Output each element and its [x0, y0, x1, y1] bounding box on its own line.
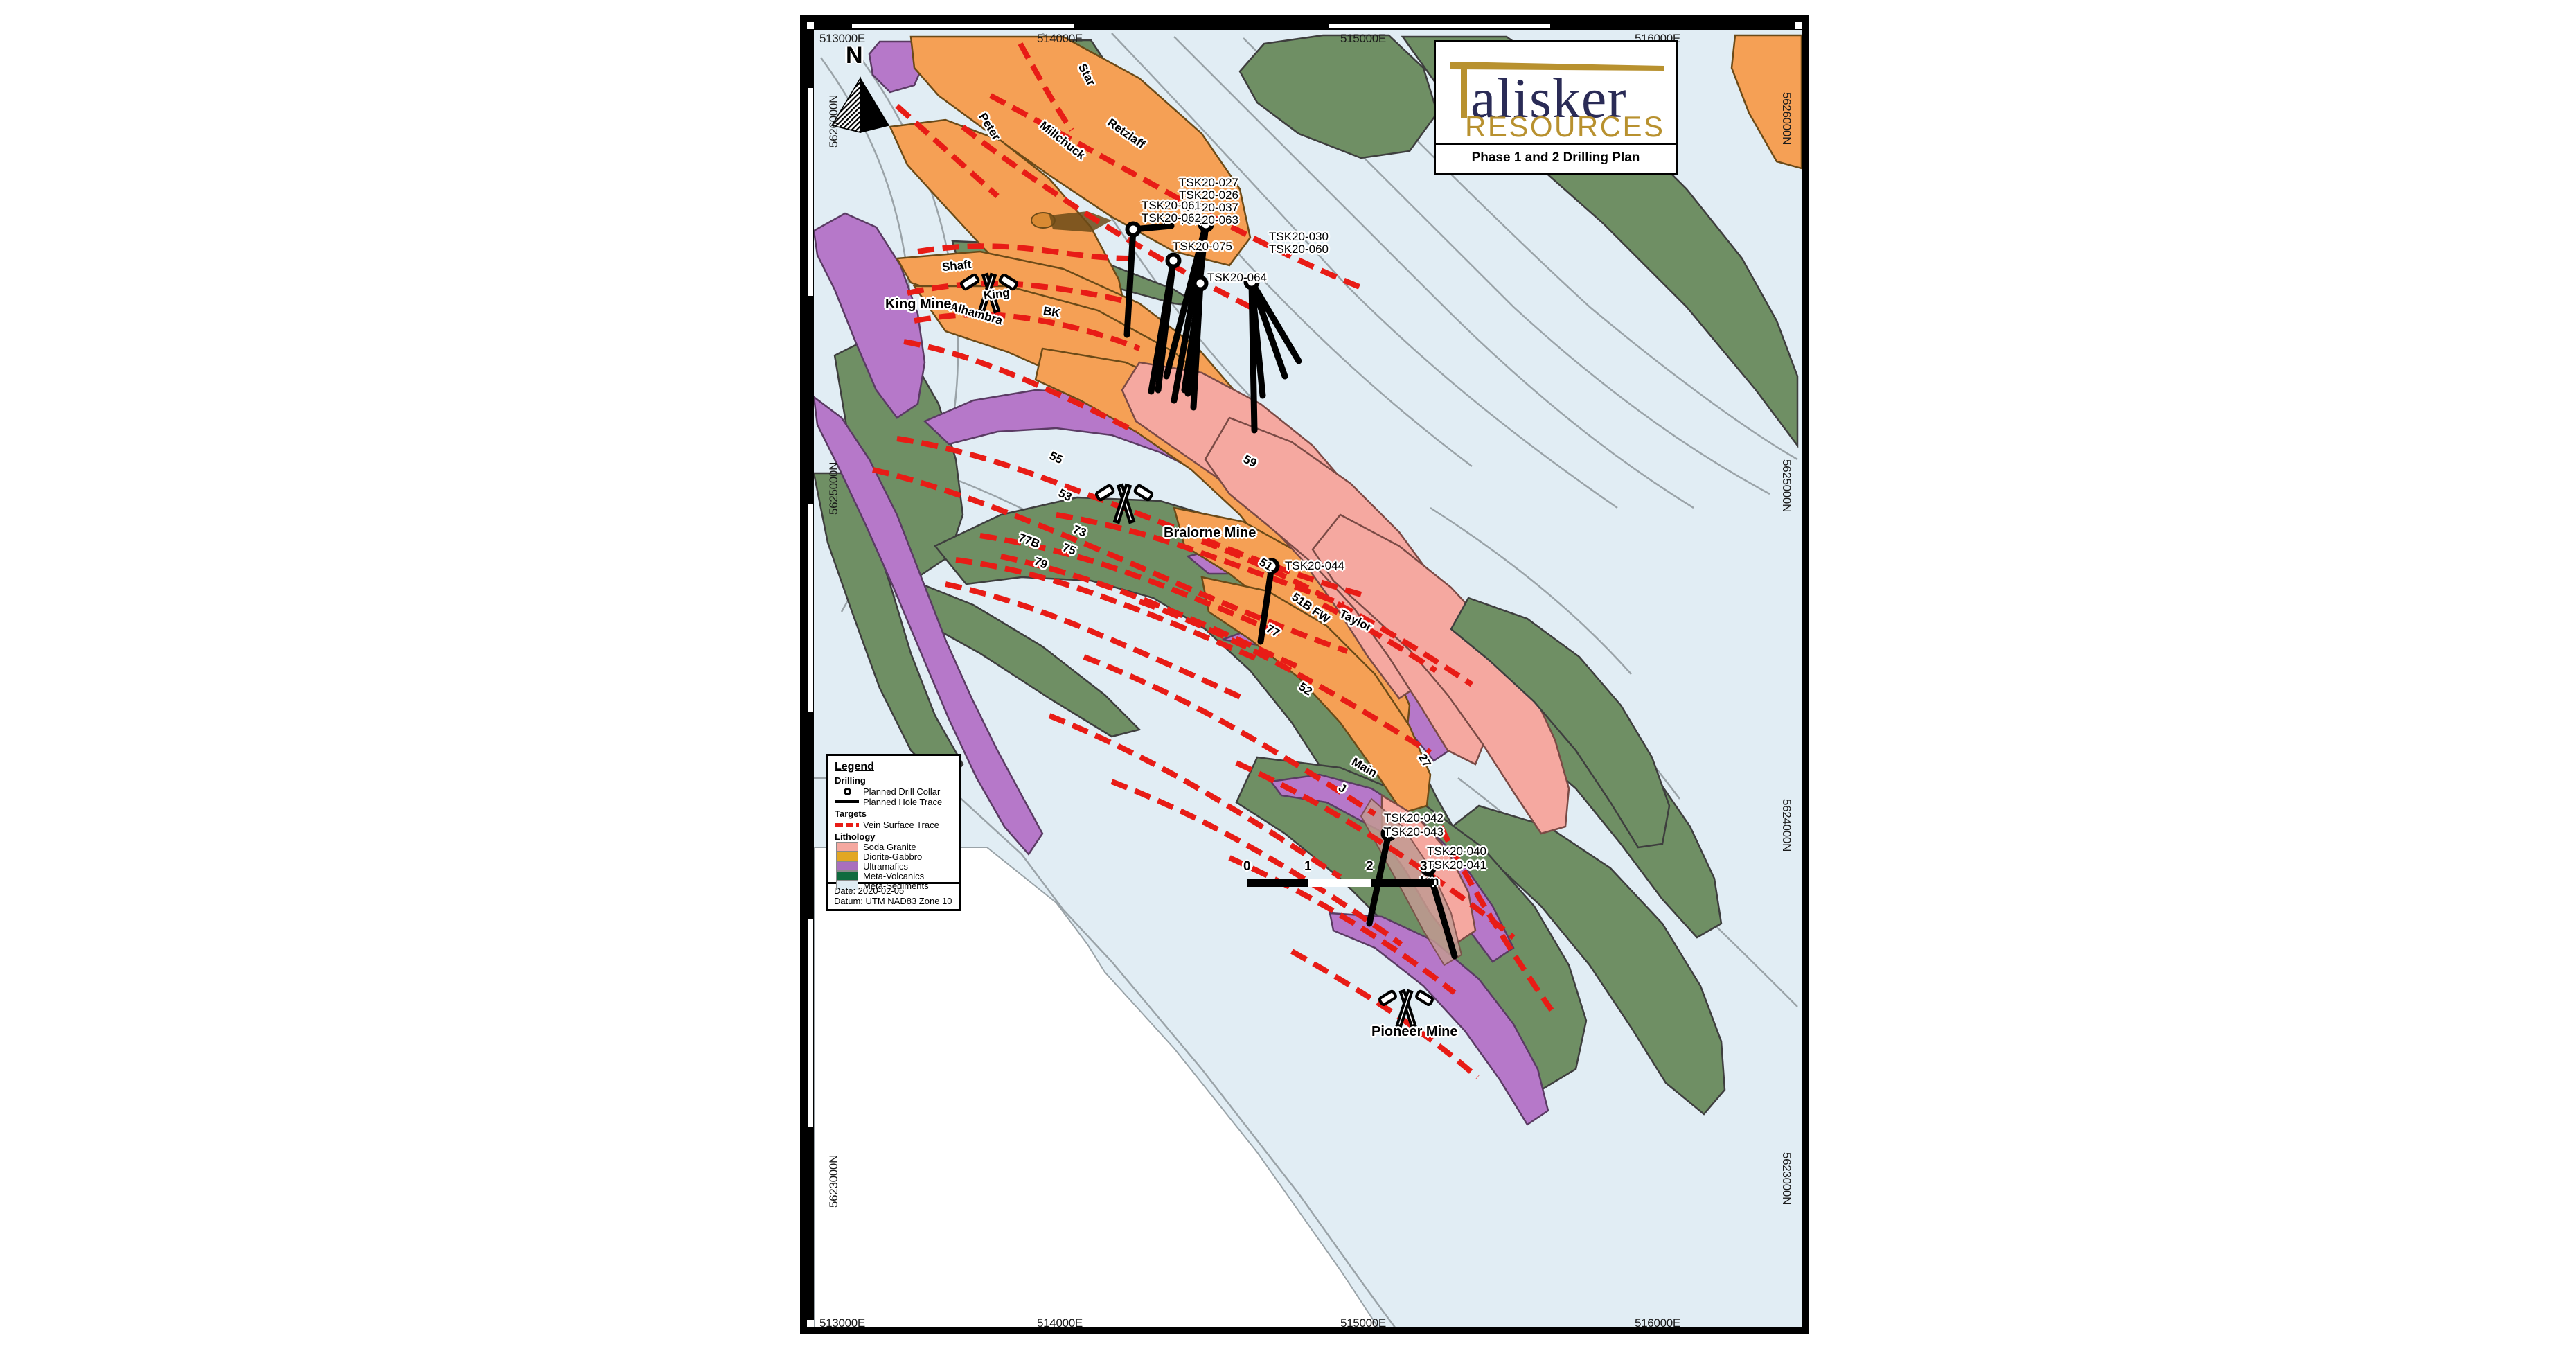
- meta-sediments-swatch: [835, 881, 860, 890]
- legend-label-hole-trace: Planned Hole Trace: [863, 796, 943, 807]
- mine-label-king-mine: King Mine: [885, 297, 952, 312]
- easting-label-515000-bottom: 515000E: [1340, 1316, 1386, 1329]
- easting-label-514000-bottom: 514000E: [1037, 1316, 1083, 1329]
- tenure-boundary: [814, 777, 1396, 1327]
- easting-label-513000: 513000E: [819, 32, 865, 45]
- map-frame-inner: N 513000E 514000E 515000E 516000E 513000…: [805, 20, 1804, 1329]
- talisker-logo-svg: alisker RESOURCES: [1450, 62, 1665, 139]
- svg-text:RESOURCES: RESOURCES: [1465, 110, 1665, 139]
- north-arrow: [829, 44, 891, 134]
- company-logo: alisker RESOURCES: [1436, 42, 1676, 145]
- map-title-bar: Phase 1 and 2 Drilling Plan: [1436, 143, 1676, 173]
- scale-tick-2: 2: [1366, 859, 1374, 874]
- legend-item-meta-sediments: Meta-Sediments: [835, 880, 959, 891]
- easting-label-514000: 514000E: [1037, 32, 1083, 45]
- legend-section-lithology: Lithology: [835, 831, 876, 842]
- legend-item-hole-trace: Planned Hole Trace: [835, 796, 959, 807]
- legend-content: Legend Drilling Planned Drill Collar Pla…: [828, 756, 959, 891]
- scale-bar-graphic: [1247, 879, 1432, 887]
- vein-trace-icon: [835, 822, 860, 827]
- title-block: alisker RESOURCES Phase 1 and 2 Drilling…: [1434, 40, 1678, 175]
- hole-label-tsk20-060: TSK20-060: [1269, 243, 1329, 256]
- vein-label-bk: BK: [1042, 304, 1062, 320]
- legend-item-ultramafics: Ultramafics: [835, 861, 959, 872]
- meta-volcanics-swatch: [835, 871, 860, 881]
- vein-surface-traces: [872, 42, 1554, 1080]
- unmapped-area: [814, 847, 1379, 1327]
- hole-label-tsk20-061: TSK20-061: [1142, 199, 1201, 212]
- legend-item-meta-volcanics: Meta-Volcanics: [835, 871, 959, 881]
- scale-tick-0: 0: [1243, 859, 1251, 874]
- easting-label-515000: 515000E: [1340, 32, 1386, 45]
- geology-svg: [814, 30, 1802, 1327]
- legend-label-ultramafics: Ultramafics: [863, 861, 909, 872]
- northing-label-5626000: 5626000N: [827, 94, 840, 148]
- legend-label-drill-collar: Planned Drill Collar: [863, 786, 941, 797]
- hole-label-tsk20-040: TSK20-040: [1427, 845, 1486, 858]
- hole-label-tsk20-027: TSK20-027: [1179, 176, 1238, 189]
- ultramafics-swatch: [835, 861, 860, 871]
- hole-label-tsk20-042: TSK20-042: [1384, 811, 1444, 825]
- planned-drill-collars: [1125, 216, 1437, 876]
- easting-label-513000-bottom: 513000E: [819, 1316, 865, 1329]
- legend-section-targets: Targets: [835, 809, 867, 819]
- map-datum: Datum: UTM NAD83 Zone 10: [834, 896, 952, 906]
- legend-label-soda-granite: Soda Granite: [863, 841, 916, 852]
- legend-item-soda-granite: Soda Granite: [835, 842, 959, 852]
- map-canvas: N 513000E 514000E 515000E 516000E 513000…: [814, 30, 1802, 1329]
- hole-label-tsk20-062: TSK20-062: [1142, 211, 1201, 224]
- legend-label-vein-trace: Vein Surface Trace: [863, 819, 939, 830]
- hole-label-tsk20-064: TSK20-064: [1207, 271, 1267, 284]
- northing-label-5626000-right: 5626000N: [1780, 92, 1793, 146]
- northing-label-5624000-right: 5624000N: [1780, 799, 1793, 852]
- hole-label-tsk20-030: TSK20-030: [1269, 230, 1329, 243]
- northing-label-5625000: 5625000N: [827, 461, 840, 515]
- scale-bar: 0 1 2 3 km: [1243, 859, 1439, 895]
- legend-item-drill-collar: Planned Drill Collar: [835, 786, 959, 797]
- drilling-plan-map: N 513000E 514000E 515000E 516000E 513000…: [800, 15, 1809, 1334]
- hole-label-tsk20-026: TSK20-026: [1179, 188, 1238, 202]
- working-area: [1049, 211, 1112, 232]
- hole-trace-icon: [835, 800, 860, 803]
- map-date: Date: 2020-02-05: [834, 885, 905, 896]
- hole-label-tsk20-075: TSK20-075: [1173, 240, 1232, 253]
- unit-meta-volcanics-overlay: [1450, 597, 1671, 849]
- legend-item-diorite-gabbro: Diorite-Gabbro: [835, 851, 959, 862]
- mine-label-pioneer-mine: Pioneer Mine: [1371, 1024, 1458, 1039]
- hole-label-tsk20-063: TSK20-063: [1179, 213, 1238, 227]
- north-arrow-label: N: [846, 42, 863, 69]
- diorite-gabbro-swatch: [835, 852, 860, 861]
- neatline-left: [807, 29, 815, 1320]
- legend-label-diorite-gabbro: Diorite-Gabbro: [863, 851, 923, 862]
- soda-granite-swatch: [835, 842, 860, 852]
- hole-label-tsk20-044: TSK20-044: [1285, 559, 1344, 572]
- legend-label-meta-volcanics: Meta-Volcanics: [863, 870, 925, 881]
- map-title: Phase 1 and 2 Drilling Plan: [1471, 150, 1640, 165]
- hole-label-tsk20-041: TSK20-041: [1427, 858, 1486, 872]
- hole-label-tsk20-037: TSK20-037: [1179, 201, 1238, 214]
- mine-label-bralorne-mine: Bralorne Mine: [1164, 525, 1256, 540]
- legend-item-vein-trace: Vein Surface Trace: [835, 819, 959, 830]
- svg-text:alisker: alisker: [1471, 67, 1627, 130]
- scale-tick-1: 1: [1304, 859, 1312, 874]
- drill-collar-icon: [835, 787, 860, 795]
- easting-label-516000-bottom: 516000E: [1635, 1316, 1680, 1329]
- northing-label-5623000: 5623000N: [827, 1154, 840, 1208]
- legend-heading: Legend: [835, 761, 874, 773]
- northing-label-5625000-right: 5625000N: [1780, 459, 1793, 513]
- legend-footer: Date: 2020-02-05 Datum: UTM NAD83 Zone 1…: [828, 883, 959, 909]
- mine-hammer-symbols: [959, 272, 1434, 1028]
- legend-box: Legend Drilling Planned Drill Collar Pla…: [826, 754, 961, 911]
- legend-label-meta-sediments: Meta-Sediments: [863, 880, 929, 891]
- planned-hole-traces: [1123, 221, 1458, 960]
- northing-label-5623000-right: 5623000N: [1780, 1152, 1793, 1206]
- legend-section-drilling: Drilling: [835, 775, 866, 786]
- hole-label-tsk20-043: TSK20-043: [1384, 825, 1444, 838]
- neatline-top: [814, 22, 1795, 30]
